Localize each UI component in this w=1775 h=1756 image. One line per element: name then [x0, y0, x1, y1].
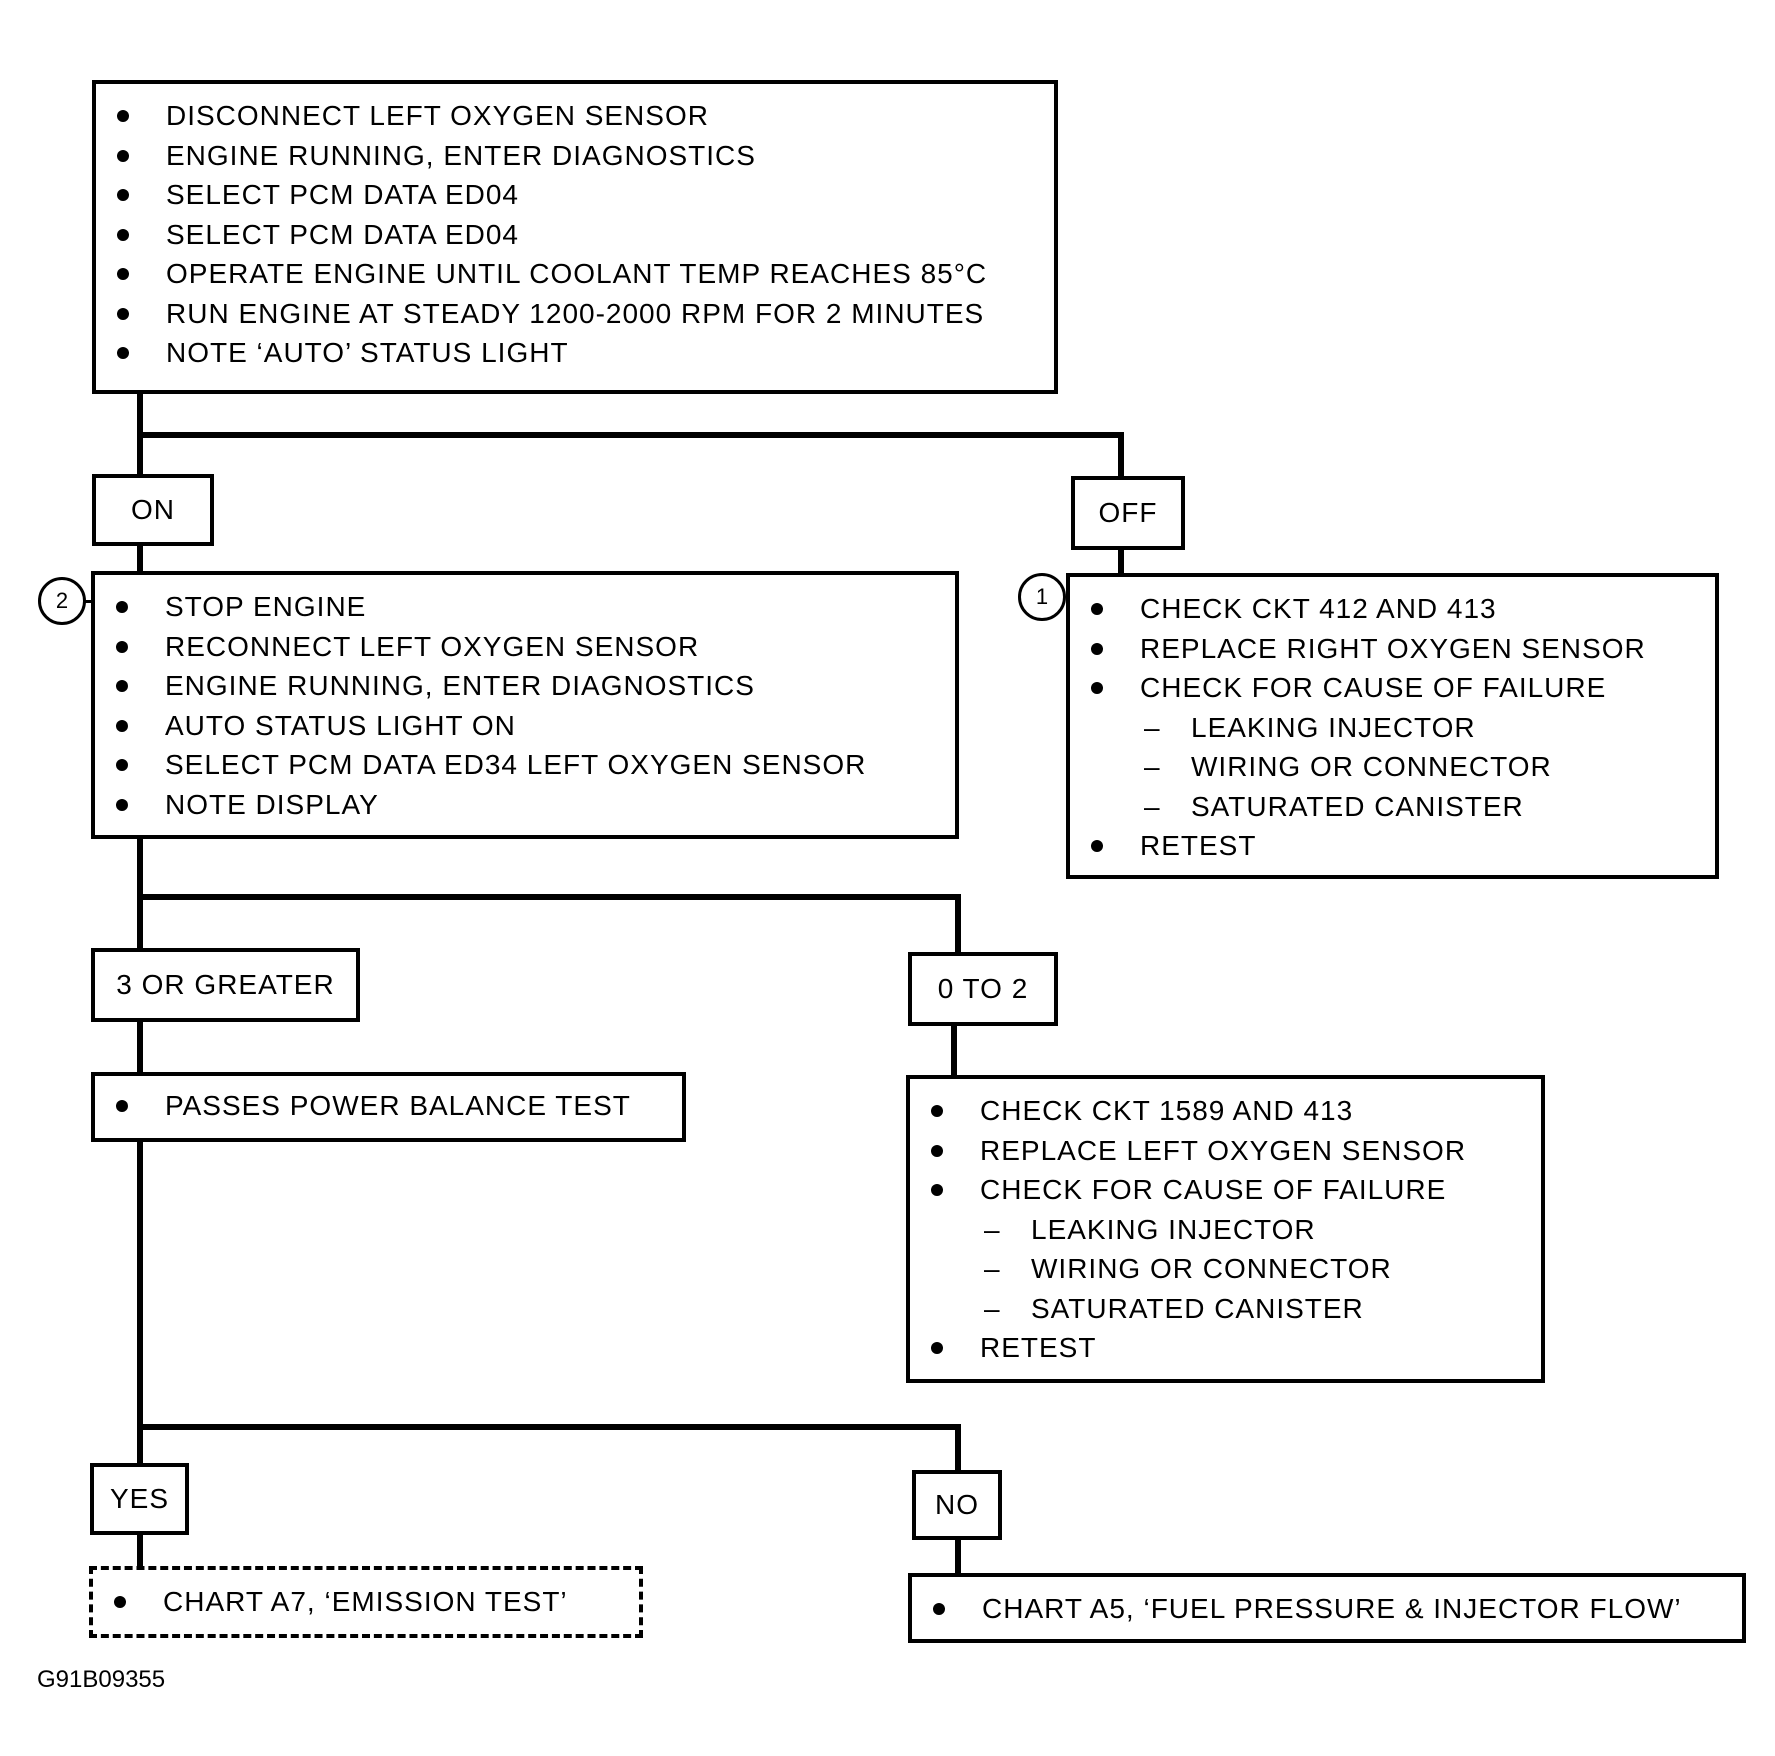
- bullet-icon: [1091, 840, 1103, 852]
- connector-line: [1118, 548, 1124, 576]
- list-item: ENGINE RUNNING, ENTER DIAGNOSTICS: [95, 666, 955, 706]
- connector-line: [955, 1536, 961, 1576]
- connector-line: [955, 894, 961, 956]
- step-box-on: STOP ENGINE RECONNECT LEFT OXYGEN SENSOR…: [91, 571, 959, 839]
- list-item: OPERATE ENGINE UNTIL COOLANT TEMP REACHE…: [96, 254, 1054, 294]
- sub-item: –LEAKING INJECTOR: [1144, 711, 1476, 743]
- step-marker-2: 2: [38, 577, 86, 625]
- step-box-0-to-2: CHECK CKT 1589 AND 413 REPLACE LEFT OXYG…: [906, 1075, 1545, 1383]
- connector-line: [137, 432, 1124, 438]
- connector-line: [137, 544, 143, 574]
- bullet-icon: [117, 189, 129, 201]
- list-item: NOTE DISPLAY: [95, 785, 955, 825]
- bullet-icon: [117, 307, 129, 320]
- step-box-yes: CHART A7, ‘EMISSION TEST’: [89, 1566, 643, 1638]
- bullet-icon: [931, 1105, 943, 1117]
- bullet-icon: [931, 1184, 943, 1196]
- branch-label-on: ON: [92, 474, 214, 546]
- list-item: CHECK CKT 1589 AND 413: [910, 1091, 1541, 1131]
- bullet-icon: [116, 719, 128, 732]
- connector-line: [137, 894, 961, 900]
- bullet-icon: [117, 149, 129, 162]
- bullet-icon: [1091, 603, 1103, 615]
- connector-line: [137, 1018, 143, 1074]
- branch-label-yes: YES: [90, 1463, 189, 1535]
- list-item: CHART A7, ‘EMISSION TEST’: [93, 1582, 639, 1622]
- list-item: RUN ENGINE AT STEADY 1200-2000 RPM FOR 2…: [96, 294, 1054, 334]
- list-item: AUTO STATUS LIGHT ON: [95, 706, 955, 746]
- bullet-icon: [116, 1100, 128, 1112]
- sub-item: –SATURATED CANISTER: [1144, 790, 1524, 822]
- connector-line: [955, 1424, 961, 1474]
- list-item: ENGINE RUNNING, ENTER DIAGNOSTICS: [96, 136, 1054, 176]
- list-item: RECONNECT LEFT OXYGEN SENSOR: [95, 627, 955, 667]
- bullet-icon: [116, 640, 128, 653]
- step-box-off: CHECK CKT 412 AND 413 REPLACE RIGHT OXYG…: [1066, 573, 1719, 879]
- list-item: RETEST: [1070, 826, 1715, 866]
- list-item: RETEST: [910, 1328, 1541, 1368]
- list-item: REPLACE LEFT OXYGEN SENSOR: [910, 1131, 1541, 1171]
- list-item: DISCONNECT LEFT OXYGEN SENSOR: [96, 96, 1054, 136]
- list-item: SELECT PCM DATA ED04: [96, 215, 1054, 255]
- bullet-icon: [117, 268, 129, 280]
- branch-label-3-or-greater: 3 OR GREATER: [91, 948, 360, 1022]
- connector-line: [137, 1424, 961, 1430]
- sub-item: –LEAKING INJECTOR: [984, 1213, 1316, 1245]
- bullet-icon: [117, 110, 129, 122]
- step-box-3-or-greater: PASSES POWER BALANCE TEST: [91, 1072, 686, 1142]
- branch-label-no: NO: [912, 1470, 1002, 1540]
- list-item: PASSES POWER BALANCE TEST: [95, 1086, 682, 1126]
- bullet-icon: [1091, 682, 1103, 694]
- sub-item: –SATURATED CANISTER: [984, 1292, 1364, 1324]
- bullet-icon: [116, 680, 128, 692]
- connector-line: [951, 1022, 957, 1080]
- bullet-icon: [933, 1603, 945, 1615]
- list-item: CHECK CKT 412 AND 413: [1070, 589, 1715, 629]
- bullet-icon: [114, 1596, 126, 1608]
- bullet-icon: [931, 1144, 943, 1157]
- list-item: REPLACE RIGHT OXYGEN SENSOR: [1070, 629, 1715, 669]
- connector-line: [137, 1531, 143, 1569]
- list-item: NOTE ‘AUTO’ STATUS LIGHT: [96, 333, 1054, 373]
- bullet-icon: [931, 1342, 943, 1354]
- step-box-no: CHART A5, ‘FUEL PRESSURE & INJECTOR FLOW…: [908, 1573, 1746, 1643]
- bullet-icon: [116, 759, 128, 771]
- list-item: CHART A5, ‘FUEL PRESSURE & INJECTOR FLOW…: [912, 1589, 1742, 1629]
- bullet-icon: [1091, 642, 1103, 655]
- branch-label-off: OFF: [1071, 476, 1185, 550]
- list-item: STOP ENGINE: [95, 587, 955, 627]
- bullet-icon: [117, 228, 129, 241]
- sub-item: –WIRING OR CONNECTOR: [984, 1253, 1392, 1284]
- step-marker-1: 1: [1018, 573, 1066, 621]
- figure-code: G91B09355: [37, 1666, 166, 1693]
- list-item: CHECK FOR CAUSE OF FAILURE: [1070, 668, 1715, 708]
- connector-line: [137, 1139, 143, 1467]
- list-item: SELECT PCM DATA ED34 LEFT OXYGEN SENSOR: [95, 745, 955, 785]
- sub-item: –WIRING OR CONNECTOR: [1144, 751, 1552, 782]
- step-box-initial: DISCONNECT LEFT OXYGEN SENSOR ENGINE RUN…: [92, 80, 1058, 394]
- connector-line: [1118, 432, 1124, 478]
- bullet-icon: [117, 347, 129, 359]
- bullet-icon: [116, 601, 128, 613]
- bullet-icon: [116, 798, 128, 811]
- marker-connector: [84, 600, 94, 603]
- list-item: CHECK FOR CAUSE OF FAILURE: [910, 1170, 1541, 1210]
- list-item: SELECT PCM DATA ED04: [96, 175, 1054, 215]
- branch-label-0-to-2: 0 TO 2: [908, 952, 1058, 1026]
